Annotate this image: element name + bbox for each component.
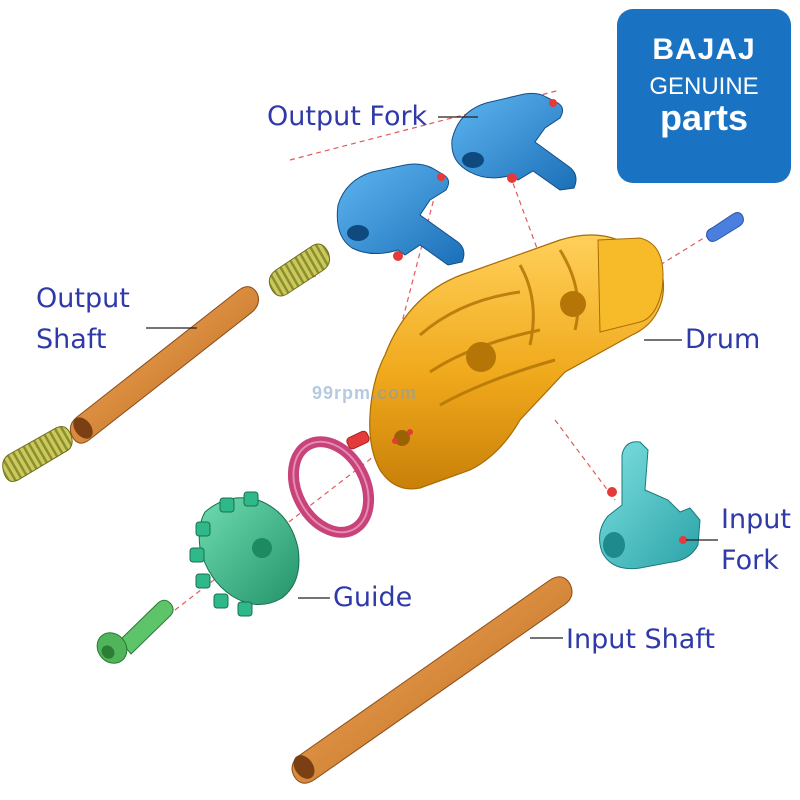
output-fork-back	[451, 92, 577, 191]
label-input-shaft: Input Shaft	[566, 624, 715, 655]
label-drum: Drum	[685, 324, 761, 355]
guide-plate	[189, 491, 300, 617]
logo-brand: BAJAJ	[652, 33, 756, 66]
blue-pin	[706, 212, 744, 242]
output-shaft	[69, 286, 259, 444]
logo-parts: parts	[659, 97, 749, 138]
leader-lines	[146, 116, 718, 639]
output-fork-front	[336, 163, 465, 266]
input-fork	[599, 441, 701, 570]
label-guide: Guide	[333, 582, 413, 613]
bajaj-genuine-parts-logo: BAJAJ GENUINE parts	[617, 9, 791, 183]
logo-genuine: GENUINE	[649, 73, 759, 100]
input-shaft	[291, 576, 573, 784]
label-output-shaft-line2: Shaft	[36, 324, 107, 355]
guide-bolt	[96, 599, 174, 664]
shift-drum	[369, 234, 665, 490]
spring-upper	[268, 243, 330, 297]
watermark-text: 99rpm.com	[312, 383, 418, 403]
label-output-shaft-line1: Output	[36, 283, 130, 314]
label-input-fork-line2: Fork	[721, 545, 779, 576]
guide-ring	[287, 436, 375, 538]
spring-lower	[2, 426, 73, 482]
red-pin	[346, 430, 370, 450]
label-input-fork-line1: Input	[721, 504, 791, 535]
label-output-fork: Output Fork	[267, 101, 428, 132]
